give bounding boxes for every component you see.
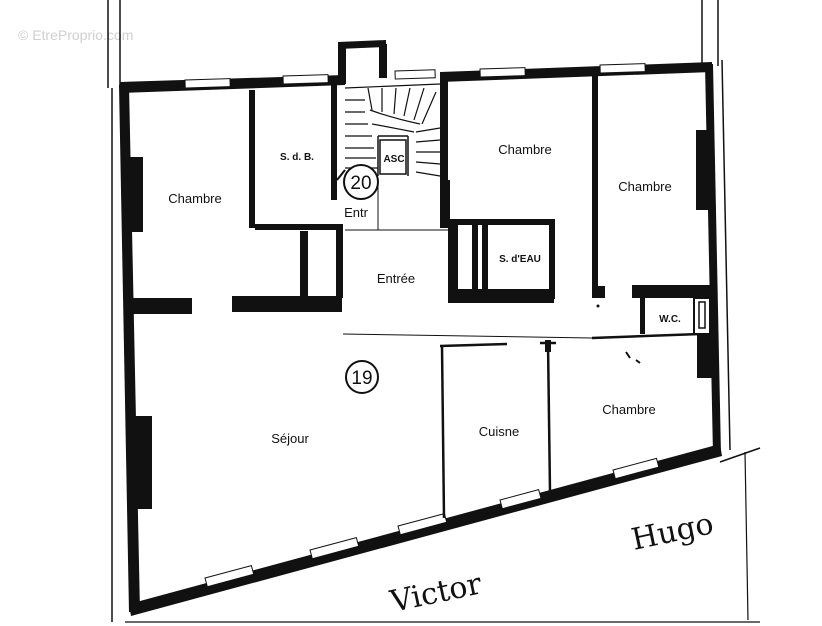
- neighbour-lines: [107, 0, 761, 623]
- room-label-sdeau: S. d'EAU: [499, 254, 541, 265]
- unit-20-number: 20: [350, 173, 371, 194]
- room-label-chambre-2: Chambre: [498, 142, 551, 157]
- room-label-asc: ASC: [383, 154, 404, 165]
- room-label-chambre-1: Chambre: [168, 191, 221, 206]
- street-name-hugo: Hugo: [628, 506, 716, 557]
- room-label-chambre-3: Chambre: [618, 179, 671, 194]
- unit-19-marker: 19: [345, 360, 379, 394]
- watermark: © EtreProprio.com: [18, 27, 133, 43]
- room-label-wc: W.C.: [659, 314, 681, 325]
- street-name-victor: Victor: [386, 566, 485, 620]
- door-marks: [596, 304, 641, 364]
- room-label-sejour: Séjour: [271, 431, 309, 446]
- room-label-cuisine: Cuisne: [479, 424, 519, 439]
- staircase: [344, 83, 441, 177]
- unit-20-marker: 20: [343, 164, 379, 200]
- interior-walls: [130, 76, 711, 519]
- room-label-entree: Entrée: [377, 271, 415, 286]
- landing-lines: [342, 180, 593, 339]
- windows: [184, 63, 660, 588]
- unit-19-number: 19: [351, 368, 372, 389]
- room-label-sdb: S. d. B.: [280, 152, 314, 163]
- chimney-piers: [124, 130, 713, 509]
- room-label-chambre-4: Chambre: [602, 402, 655, 417]
- room-label-entr: Entr: [344, 205, 369, 220]
